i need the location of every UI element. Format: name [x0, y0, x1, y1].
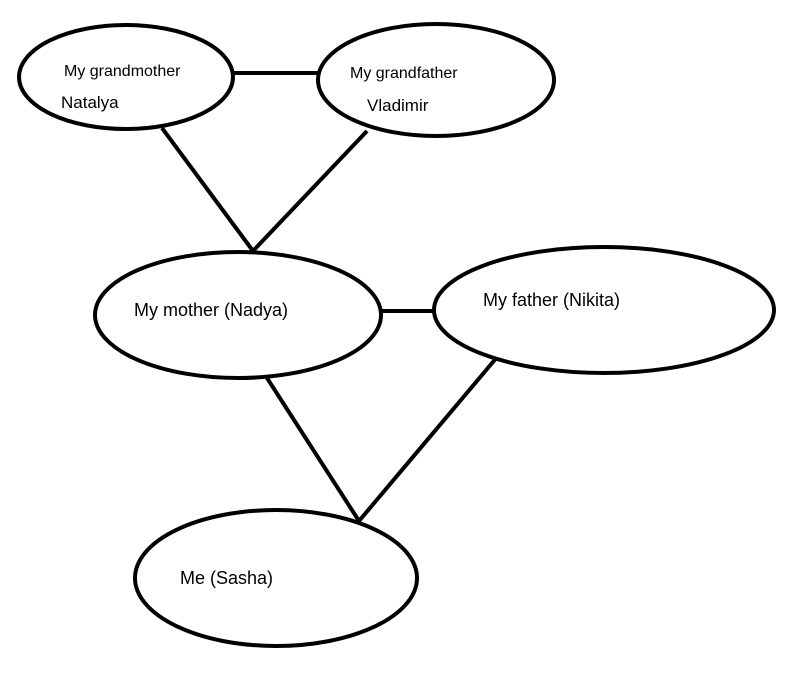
grandfather-node [316, 22, 556, 138]
grandfather-to-mother-line [251, 129, 369, 253]
me-label: Me (Sasha) [180, 568, 273, 588]
mother-to-me-line [265, 376, 361, 523]
grandmother-name: Natalya [61, 93, 119, 112]
mother-label: My mother (Nadya) [134, 300, 288, 320]
grandmother-node [17, 23, 235, 131]
grandmother-to-mother-line [160, 126, 255, 253]
me-node [133, 508, 419, 648]
father-node [432, 245, 776, 375]
grandmother-label: My grandmother [64, 63, 181, 80]
father-to-me-line [357, 354, 500, 523]
grandfather-label: My grandfather [350, 65, 458, 82]
grandfather-name: Vladimir [367, 96, 429, 115]
mother-node [93, 250, 383, 380]
father-label: My father (Nikita) [483, 290, 620, 310]
